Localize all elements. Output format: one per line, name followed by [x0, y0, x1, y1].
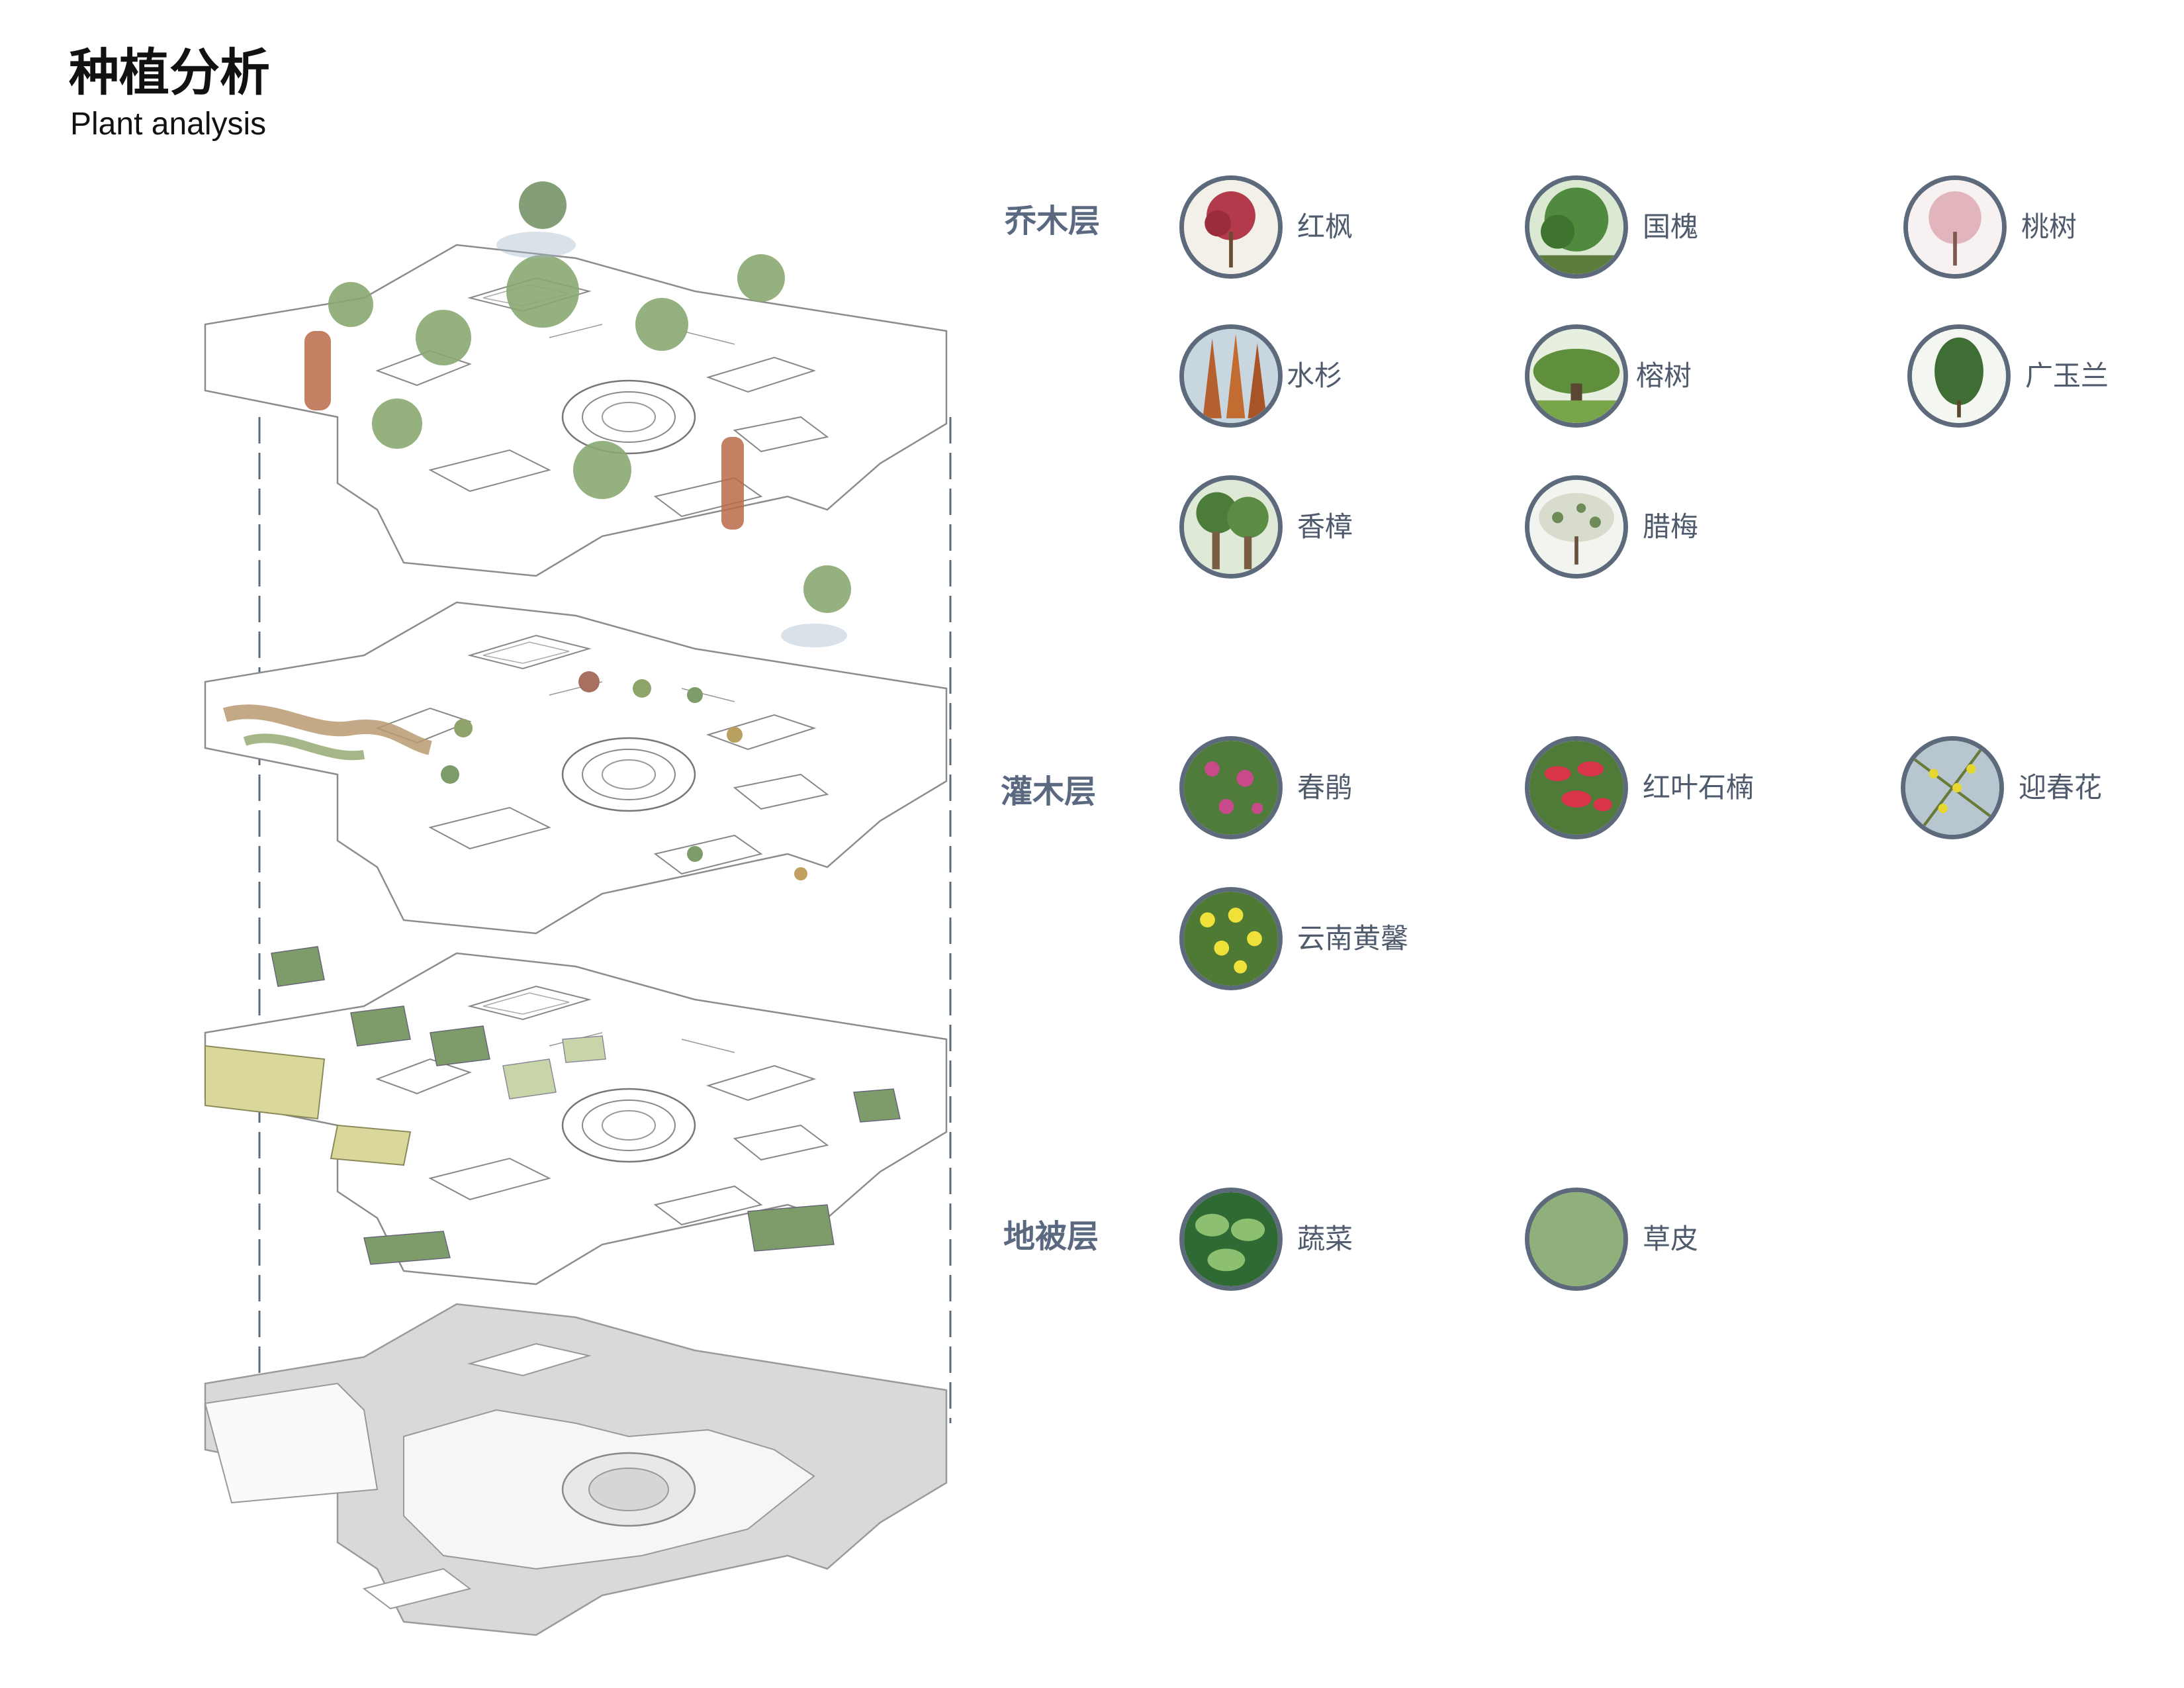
winter-jasmine-icon [1901, 736, 2004, 839]
plant-item: 迎春花 [1901, 736, 2102, 839]
plant-item: 红叶石楠 [1525, 736, 1754, 839]
plant-item: 春鹃 [1179, 736, 1353, 839]
plant-item: 榕树 [1525, 324, 1692, 428]
tree-layer-label: 乔木层 [1005, 203, 1101, 240]
page-title: 种植分析 [69, 43, 270, 102]
plant-item: 云南黄馨 [1179, 887, 1408, 990]
primrose-jasmine-icon [1179, 887, 1283, 990]
azalea-icon [1179, 736, 1283, 839]
magnolia-icon [1907, 324, 2011, 428]
vegetable-icon [1179, 1188, 1283, 1291]
base-layer [204, 1303, 948, 1636]
plant-item: 草皮 [1525, 1188, 1698, 1291]
plant-item: 广玉兰 [1907, 324, 2109, 428]
diagram-svg [204, 181, 952, 1636]
dawn-redwood-icon [1179, 324, 1283, 428]
red-maple-icon [1179, 175, 1283, 279]
tree-layer [204, 181, 948, 647]
plant-item: 红枫 [1179, 175, 1353, 279]
plant-item: 香樟 [1179, 475, 1353, 579]
wintersweet-icon [1525, 475, 1628, 579]
page-subtitle: Plant analysis [70, 107, 267, 142]
ground-cover-layer [204, 946, 948, 1286]
pagoda-tree-icon [1525, 175, 1628, 279]
plant-item: 桃树 [1903, 175, 2077, 279]
shrub-layer [204, 601, 948, 935]
camphor-tree-icon [1179, 475, 1283, 579]
shrub-layer-label: 灌木层 [1001, 773, 1097, 810]
plant-item: 腊梅 [1525, 475, 1698, 579]
banyan-icon [1525, 324, 1628, 428]
plant-item: 水杉 [1179, 324, 1342, 428]
plant-item: 蔬菜 [1179, 1188, 1353, 1291]
turf-icon [1525, 1188, 1628, 1291]
plant-item: 国槐 [1525, 175, 1698, 279]
photinia-icon [1525, 736, 1628, 839]
peach-tree-icon [1903, 175, 2007, 279]
axonometric-diagram [159, 159, 993, 1681]
ground-layer-label: 地被层 [1003, 1218, 1099, 1255]
